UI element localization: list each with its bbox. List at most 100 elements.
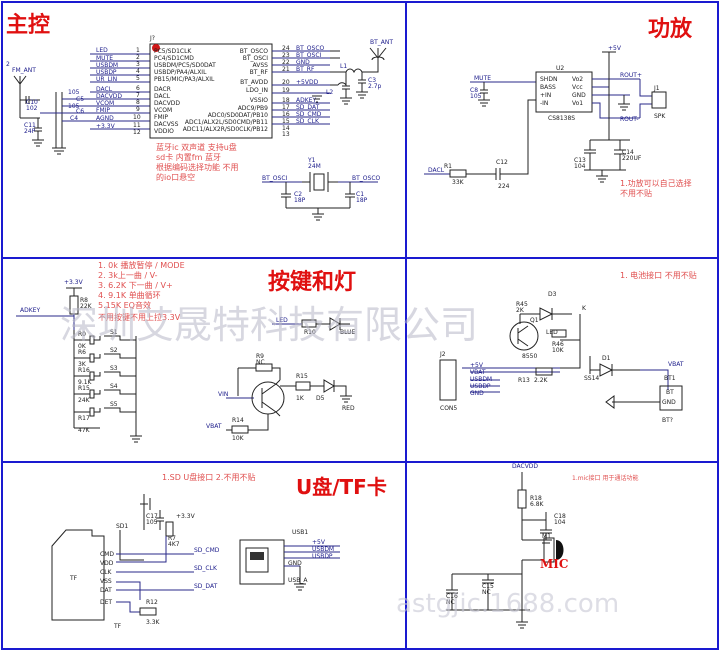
- c8-value: 105: [470, 93, 482, 100]
- keys-note-2: 2. 3k上一曲 / V-: [98, 270, 158, 280]
- c4-value: 105: [68, 89, 80, 96]
- ir2: AVSS: [253, 62, 269, 69]
- c15-value: NC: [482, 589, 491, 596]
- keys-panel: 1. 0k 播放暂停 / MODE 2. 3k上一曲 / V- 3. 6.2K …: [16, 260, 356, 443]
- rp-bt-rf: BT_RF: [296, 66, 315, 73]
- c10-value: 102: [26, 105, 38, 112]
- r14-value: 10K: [232, 435, 245, 442]
- rn8: 16: [282, 111, 290, 118]
- ln3: 3: [136, 61, 140, 68]
- ln6: 6: [136, 85, 140, 92]
- s1-label: S1: [110, 329, 118, 336]
- c11-label: C11: [24, 122, 36, 129]
- transistor-red-led: R9 NC VIN R15 1K D5 RED VBAT R14 10K: [206, 353, 355, 442]
- bt1-label: BT1: [664, 375, 676, 382]
- il0: PC5/SD1CLK: [154, 48, 192, 55]
- keys-note-1: 1. 0k 播放暂停 / MODE: [98, 260, 185, 270]
- r46-value: 10K: [552, 347, 565, 354]
- pin-usbdm: USBDM: [96, 62, 118, 69]
- ln2: 2: [136, 54, 140, 61]
- s3-label: S3: [110, 365, 118, 372]
- il1: PC4/SD1CMD: [154, 55, 194, 62]
- bt-ant-label: BT_ANT: [370, 39, 393, 46]
- keys-note-5: 5.15K EQ音效: [98, 300, 151, 310]
- u2-r1: Vcc: [572, 84, 583, 91]
- amp-dacl: DACL: [428, 167, 445, 174]
- rn11: 13: [282, 131, 290, 138]
- pin-usbdp: USBDP: [96, 69, 117, 76]
- mic-icon: [556, 540, 564, 560]
- d3-label: D3: [548, 291, 557, 298]
- keys-3v3: +3.3V: [64, 279, 84, 286]
- rp-adkey: ADKEY: [296, 97, 316, 104]
- main-note: 蓝牙ic 双声道 支持u盘 sd卡 内置fm 蓝牙 根据编码选择功能 不用 的i…: [156, 142, 239, 182]
- mic-panel: 1.mic接口 用于通话功能 DACVDD R18 6.8K C18 104 M…: [446, 463, 638, 629]
- j2-p1: VBAT: [470, 369, 486, 376]
- pin-vcom: VCOM: [96, 100, 114, 107]
- c6-label: C6: [76, 108, 84, 115]
- pin-agnd: AGND: [96, 115, 114, 122]
- ir4: BT_AVDD: [240, 79, 268, 86]
- r17-label: R17: [78, 415, 90, 422]
- title-main: 主控: [6, 12, 50, 38]
- watermark-company: 深圳艾晟特科技有限公司: [60, 303, 478, 347]
- l2-label: L2: [326, 89, 333, 96]
- u2-l2: +IN: [540, 92, 551, 99]
- usb1-label: USB1: [292, 529, 308, 536]
- il9: FMIP: [154, 114, 168, 121]
- keys-note-4: 4. 9.1K 单曲循环: [98, 290, 161, 300]
- r45-label: R45: [516, 301, 528, 308]
- j2-p3: USBDP: [470, 383, 491, 390]
- il3: USBDP/PA4/ALXIL: [154, 69, 207, 76]
- main-note-2: sd卡 内置fm 蓝牙: [156, 152, 221, 162]
- sdp-det: DET: [100, 599, 112, 606]
- d5-label: D5: [316, 395, 325, 402]
- r16-label: R16: [78, 367, 90, 374]
- pin-led: LED: [96, 47, 108, 54]
- rp-5vdd: +5VDD: [296, 79, 319, 86]
- c18-label: C18: [554, 513, 566, 520]
- d1-value: SS14: [584, 375, 599, 382]
- ln11: 11: [133, 122, 141, 129]
- ln5: 5: [136, 75, 140, 82]
- rn5: 19: [282, 87, 290, 94]
- keys-note-6: 不用按键不用上拉3.3V: [98, 312, 181, 322]
- r7-label: R7: [168, 535, 176, 542]
- sdp-dat: DAT: [100, 587, 112, 594]
- u2-l1: BASS: [540, 84, 556, 91]
- c16-label: C16: [446, 593, 458, 600]
- ir10: ADC11/ALX2R/SD0CLK/PB12: [183, 126, 268, 133]
- c10-cap: C10 102: [20, 96, 40, 112]
- r1-value: 33K: [452, 179, 465, 186]
- ln10: 10: [133, 114, 141, 121]
- j2-label: J2: [439, 351, 446, 358]
- rn4: 20: [282, 79, 290, 86]
- pin-3v3: +3.3V: [96, 123, 116, 130]
- usb-sd-clk: SD_CLK: [194, 565, 218, 572]
- keys-adkey: ADKEY: [20, 307, 40, 314]
- m1-label: M1: [542, 533, 551, 540]
- chip-inner-right: BT_OSCO BT_OSCI AVSS BT_RF BT_AVDD LDO_I…: [183, 48, 269, 133]
- chip-pin1-marker: [152, 44, 160, 52]
- r46-label: R46: [552, 341, 564, 348]
- q1-label: Q1: [530, 317, 539, 324]
- il10: DACVSS: [154, 121, 179, 128]
- il6: DACL: [154, 93, 171, 100]
- c18-value: 104: [554, 519, 566, 526]
- r45-value: 2K: [516, 307, 525, 314]
- c2-value: 18P: [294, 197, 306, 204]
- rp-sd-dat: SD_DAT: [296, 104, 320, 111]
- il11: VDDIO: [154, 128, 174, 135]
- r9-nc: NC: [256, 359, 265, 366]
- mic-dacvdd: DACVDD: [512, 463, 538, 470]
- usb-panel: 1.SD U盘接口 2.不用不贴 SD1 C17 105 +3.3V R7 4K…: [51, 472, 340, 630]
- ln1: 1: [136, 47, 140, 54]
- r15-label: R15: [296, 373, 308, 380]
- rout-p: ROUT+: [620, 72, 642, 79]
- r15k-label: R15: [78, 385, 90, 392]
- u2-r3: Vo1: [572, 100, 583, 107]
- ir6: VSSIO: [250, 97, 268, 104]
- c15-label: C15: [482, 583, 494, 590]
- r18-label: R18: [530, 495, 542, 502]
- tf-label: TF: [69, 575, 78, 582]
